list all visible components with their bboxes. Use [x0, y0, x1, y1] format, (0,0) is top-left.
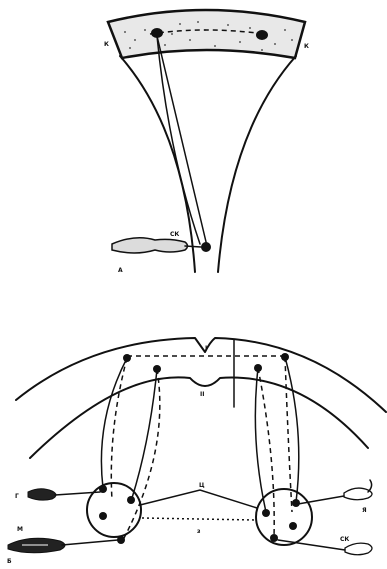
- panel-a-label: А: [118, 267, 123, 274]
- cortex-neuron-right: [256, 30, 268, 40]
- center-link-upper: [140, 490, 257, 508]
- funnel-right-wall: [218, 56, 296, 272]
- fibre-descending-1: [157, 36, 207, 246]
- layer-label-1: I: [205, 345, 207, 352]
- left-nucleus: [87, 483, 141, 537]
- left-path-3: [132, 369, 157, 498]
- right-path-3: [255, 368, 266, 512]
- right-nucleus: [256, 489, 312, 545]
- left-lower-input: [8, 538, 65, 552]
- right-nucleus-neuron-2: [262, 509, 270, 517]
- left-path-2: [111, 358, 127, 500]
- cortex-band: [108, 10, 305, 58]
- layer-label-2: II: [200, 391, 204, 398]
- left-lower-input-fibre: [62, 540, 118, 545]
- right-lower-input: [345, 543, 372, 555]
- spinal-neuron-a: [201, 242, 211, 252]
- panel-a: К К СК А: [104, 10, 309, 274]
- right-upper-label: Я: [362, 507, 367, 514]
- left-lower-label: М: [17, 526, 23, 533]
- left-upper-label: Г: [15, 493, 19, 500]
- right-path-1: [285, 357, 299, 502]
- panel-b: I II Ц з: [7, 338, 386, 564]
- right-nucleus-neuron-3: [289, 522, 297, 530]
- neuron-label-sk-a: СК: [170, 231, 179, 238]
- right-nucleus-neuron-4: [270, 534, 278, 542]
- center-label: Ц: [199, 482, 205, 489]
- right-lower-label: СК: [340, 536, 349, 543]
- left-nucleus-neuron-3: [127, 496, 135, 504]
- inner-arc: [30, 377, 368, 458]
- left-upper-input: [28, 489, 56, 500]
- cortex-label-left: К: [104, 41, 109, 48]
- left-nucleus-neuron-2: [99, 512, 107, 520]
- spinal-process: [112, 238, 188, 253]
- outer-arc: [16, 338, 386, 412]
- spinal-neuron-connector: [185, 246, 201, 247]
- center-link-lower: [142, 518, 256, 520]
- right-upper-input: [344, 488, 372, 500]
- panel-b-label: Б: [7, 558, 12, 564]
- fibre-descending-2: [157, 36, 200, 244]
- center-label-lower: з: [197, 528, 201, 535]
- cortex-label-right: К: [304, 43, 309, 50]
- right-nucleus-neuron-1: [292, 499, 300, 507]
